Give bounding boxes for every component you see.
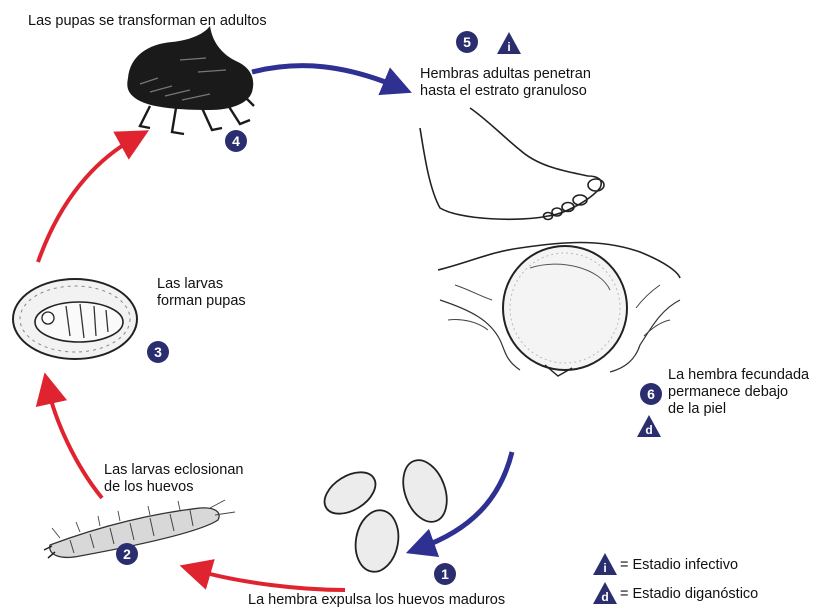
stage-6-label-line-1: La hembra fecundada — [668, 367, 809, 384]
stage-3-badge: 3 — [147, 341, 169, 363]
arrow-3-to-4 — [38, 138, 135, 262]
larva-illustration — [44, 500, 235, 558]
infective-stage-marker: i — [496, 31, 522, 55]
stage-1-badge: 1 — [434, 563, 456, 585]
stage-2-label-line-2: de los huevos — [104, 479, 193, 496]
stage-6-badge: 6 — [640, 383, 662, 405]
stage-3-label-line-2: forman pupas — [157, 293, 246, 310]
embedded-flea-illustration — [438, 243, 680, 377]
legend-diagnostic-label: = Estadio diganóstico — [620, 586, 758, 603]
legend-infective-label: = Estadio infectivo — [620, 557, 738, 574]
eggs-illustration — [317, 454, 454, 575]
legend-diagnostic-marker: d — [592, 581, 618, 605]
legend-infective-marker: i — [592, 552, 618, 576]
stage-4-badge: 4 — [225, 130, 247, 152]
arrow-2-to-3 — [48, 388, 102, 498]
pupa-illustration — [13, 279, 137, 359]
stage-1-label: La hembra expulsa los huevos maduros — [248, 592, 505, 609]
stage-3-label-line-1: Las larvas — [157, 276, 223, 293]
stage-6-label-line-2: permanece debajo — [668, 384, 788, 401]
stage-5-label-line-2: hasta el estrato granuloso — [420, 83, 587, 100]
arrow-1-to-2 — [195, 570, 345, 590]
stage-5-label-line-1: Hembras adultas penetran — [420, 66, 591, 83]
foot-illustration — [420, 108, 604, 220]
diagnostic-stage-marker: d — [636, 414, 662, 438]
arrow-4-to-5 — [252, 66, 398, 87]
stage-2-badge: 2 — [116, 543, 138, 565]
stage-5-badge: 5 — [456, 31, 478, 53]
stage-6-label-line-3: de la piel — [668, 401, 726, 418]
stage-2-label-line-1: Las larvas eclosionan — [104, 462, 243, 479]
flea-illustration — [127, 26, 254, 134]
stage-4-label: Las pupas se transforman en adultos — [28, 13, 267, 30]
